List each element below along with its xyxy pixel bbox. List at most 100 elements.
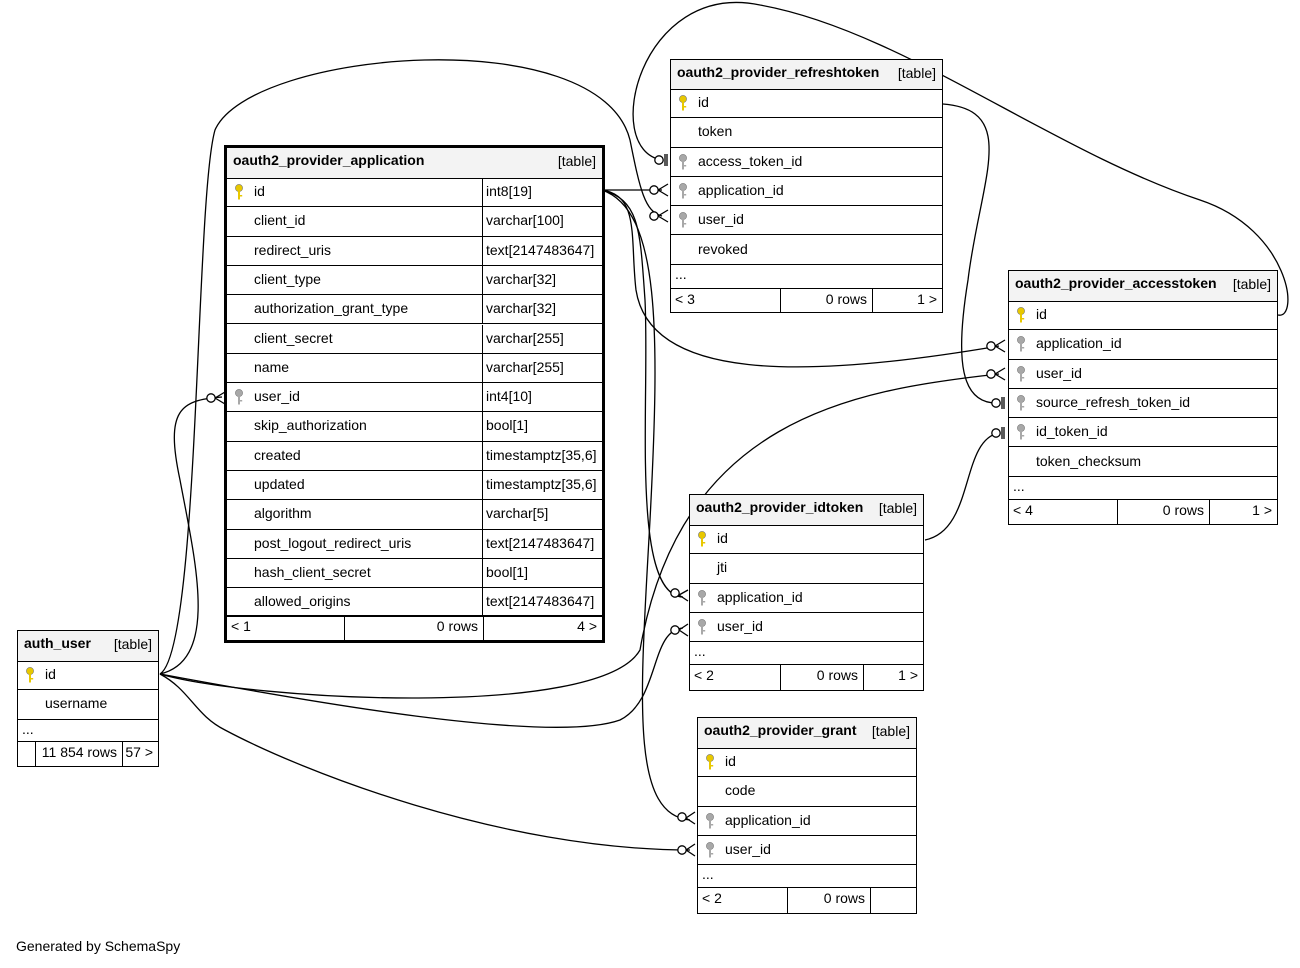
- column-row-username[interactable]: username: [18, 690, 158, 720]
- footer-row-count: 0 rows: [344, 616, 483, 640]
- column-name: application_id: [698, 181, 784, 198]
- table-name: oauth2_provider_grant: [704, 722, 857, 738]
- column-divider: [482, 471, 483, 500]
- column-name: algorithm: [254, 505, 312, 522]
- column-row-access-token-id[interactable]: access_token_id: [671, 148, 942, 177]
- footer-parents[interactable]: [18, 742, 35, 766]
- column-row-id[interactable]: id: [1009, 301, 1277, 331]
- column-row-source-refresh-token-id[interactable]: source_refresh_token_id: [1009, 389, 1277, 419]
- footer-children[interactable]: 4 >: [483, 616, 602, 640]
- primary-key-icon: [677, 94, 689, 112]
- table-header: oauth2_provider_grant [table]: [698, 718, 916, 749]
- footer-row-count: 0 rows: [787, 888, 870, 913]
- footer-parents[interactable]: < 3: [675, 291, 695, 307]
- column-name: user_id: [254, 388, 300, 405]
- column-row-id[interactable]: id: [698, 748, 916, 778]
- column-row-user-id[interactable]: user_id: [671, 206, 942, 236]
- link-grant-application: [601, 189, 691, 821]
- column-row-algorithm[interactable]: algorithm varchar[5]: [227, 500, 602, 530]
- column-row-application-id[interactable]: application_id: [671, 177, 942, 207]
- table-kind: [table]: [871, 723, 910, 739]
- table-footer: 11 854 rows 57 >: [18, 741, 158, 766]
- table-name: oauth2_provider_accesstoken: [1015, 275, 1217, 291]
- column-name: id: [254, 183, 265, 199]
- foreign-key-icon: [1015, 394, 1027, 412]
- column-name: id: [717, 530, 728, 546]
- footer-parents[interactable]: < 2: [702, 890, 722, 906]
- column-row-revoked[interactable]: revoked: [671, 236, 942, 265]
- column-row-user-id[interactable]: user_id: [1009, 360, 1277, 389]
- column-name: post_logout_redirect_uris: [254, 534, 412, 551]
- table-name: auth_user: [24, 635, 91, 651]
- column-row-id-token-id[interactable]: id_token_id: [1009, 418, 1277, 448]
- column-row-id[interactable]: id: [671, 89, 942, 119]
- foreign-key-icon: [704, 841, 716, 859]
- footer-parents[interactable]: < 1: [231, 618, 251, 634]
- column-row-application-id[interactable]: application_id: [698, 807, 916, 836]
- foreign-key-icon: [696, 618, 708, 636]
- foreign-key-icon: [696, 589, 708, 607]
- column-row-post-logout-redirect-uris[interactable]: post_logout_redirect_uris text[2147483647…: [227, 529, 602, 559]
- table-header: oauth2_provider_refreshtoken [table]: [671, 60, 942, 90]
- column-row-id[interactable]: id: [18, 661, 158, 691]
- footer-children[interactable]: [870, 888, 916, 913]
- link-application-user: [159, 396, 223, 675]
- column-row-token-checksum[interactable]: token_checksum: [1009, 448, 1277, 477]
- column-row-token[interactable]: token: [671, 118, 942, 148]
- column-row-jti[interactable]: jti: [690, 554, 923, 584]
- column-divider: [482, 558, 483, 588]
- column-name: jti: [717, 559, 728, 576]
- column-row-id[interactable]: id: [690, 525, 923, 555]
- more-columns-ellipsis: ...: [702, 866, 714, 883]
- footer-children[interactable]: 1 >: [872, 289, 942, 312]
- table-kind: [table]: [113, 636, 152, 652]
- column-type: text[2147483647]: [486, 534, 595, 551]
- foreign-key-icon: [677, 153, 689, 171]
- column-row-application-id[interactable]: application_id: [690, 584, 923, 613]
- column-divider: [482, 441, 483, 470]
- table-name: oauth2_provider_refreshtoken: [677, 64, 880, 80]
- footer-parents[interactable]: < 4: [1013, 502, 1033, 518]
- footer-children[interactable]: 1 >: [1209, 500, 1277, 524]
- column-row-application-id[interactable]: application_id: [1009, 330, 1277, 360]
- footer-children[interactable]: 57 >: [122, 742, 158, 766]
- link-grant-user: [159, 673, 691, 851]
- foreign-key-icon: [233, 388, 245, 406]
- column-divider: [482, 588, 483, 617]
- table-header: oauth2_provider_accesstoken [table]: [1009, 271, 1277, 302]
- relationship-end-markers: [206, 154, 1006, 857]
- footer-row-count: 0 rows: [780, 289, 872, 312]
- primary-key-icon: [1015, 306, 1027, 324]
- column-row-user-id[interactable]: user_id: [690, 613, 923, 643]
- foreign-key-icon: [677, 182, 689, 200]
- column-divider: [482, 500, 483, 529]
- column-row-code[interactable]: code: [698, 777, 916, 807]
- column-type: varchar[5]: [486, 505, 549, 522]
- more-columns-ellipsis: ...: [694, 643, 706, 660]
- column-row-user-id[interactable]: user_id: [698, 836, 916, 866]
- column-divider: [482, 295, 483, 324]
- footer-parents[interactable]: < 2: [694, 667, 714, 683]
- table-footer: < 4 0 rows 1 >: [1009, 499, 1277, 524]
- footer-children[interactable]: 1 >: [863, 665, 923, 690]
